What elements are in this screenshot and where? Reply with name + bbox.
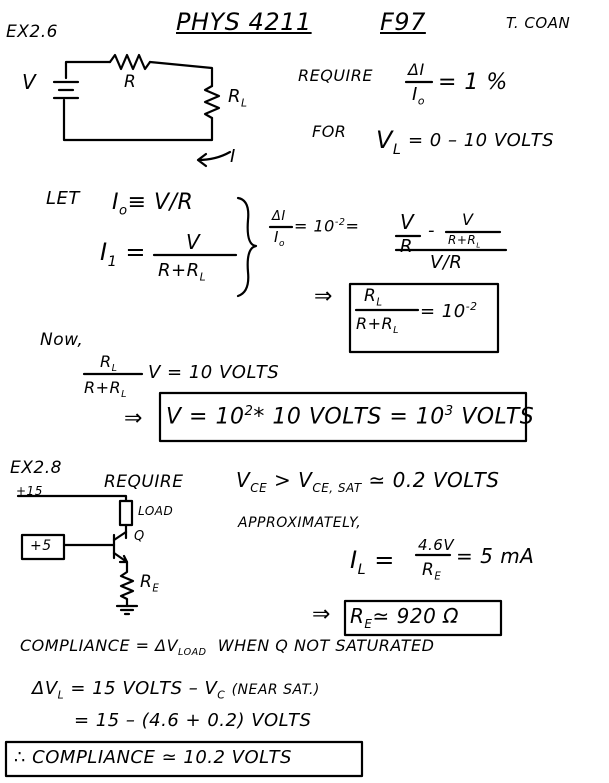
emitter-resistor-symbol	[119, 560, 135, 608]
input-source-label: +5	[30, 538, 52, 554]
frac-minus: -	[428, 220, 435, 241]
ground-symbol	[115, 604, 139, 616]
wire-top-left	[64, 60, 112, 80]
frac-dii-den: Io	[274, 228, 285, 249]
il-lhs: IL =	[350, 546, 395, 578]
supply-label: +15	[16, 484, 43, 498]
implies-arrow-1: ⇒	[314, 284, 333, 309]
il-num: 4.6V	[418, 536, 455, 554]
implies-arrow-3: ⇒	[312, 602, 331, 627]
load-label: LOAD	[138, 504, 174, 518]
require-frac-num: ΔI	[408, 60, 425, 79]
re-label: RE	[140, 572, 160, 595]
require-word: REQUIRE	[298, 66, 373, 85]
frac-v-rrl-num: V	[462, 210, 474, 229]
il-rhs: = 5 mA	[456, 544, 535, 568]
brace	[236, 196, 258, 298]
delta-vl-line-2: = 15 – (4.6 + 0.2) VOLTS	[74, 710, 312, 731]
require-frac-den: Io	[412, 84, 425, 108]
approximately-word: APPROXIMATELY,	[238, 515, 362, 531]
now-frac-den: R+RL	[84, 378, 127, 401]
resistor-rl-symbol	[203, 84, 221, 120]
current-i-label: I	[230, 146, 236, 167]
now-word: Now,	[40, 330, 84, 350]
course-title: PHYS 4211	[176, 8, 312, 36]
compliance-definition: COMPLIANCE = ΔVLOAD WHEN Q NOT SATURATED	[20, 636, 435, 659]
let-word: LET	[46, 188, 80, 209]
let-io-definition: Io≡ V/R	[112, 190, 194, 219]
boxed-voltage-result	[158, 391, 528, 443]
boxed-rhs: = 10-2	[420, 300, 478, 322]
term-label: F97	[380, 8, 426, 36]
transistor-q-label: Q	[134, 529, 145, 544]
i1-lhs: I1 =	[100, 238, 146, 270]
require-word-2: REQUIRE	[104, 472, 184, 492]
for-word: FOR	[312, 122, 347, 141]
resistor-rl-label: RL	[228, 86, 248, 110]
boxed-num: RL	[364, 286, 383, 309]
input-source-box	[20, 533, 66, 561]
boxed-re-result	[343, 599, 503, 637]
for-var: VL	[376, 126, 402, 158]
require-condition: VCE > VCE, SAT ≃ 0.2 VOLTS	[236, 468, 500, 495]
frac-dii-num: ΔI	[272, 209, 286, 224]
resistor-r-label: R	[124, 72, 137, 92]
current-arrow	[196, 150, 232, 168]
final-compliance: ∴ COMPLIANCE ≃ 10.2 VOLTS	[14, 747, 292, 768]
boxed-den: R+RL	[356, 314, 399, 337]
source-v-label: V	[22, 70, 37, 94]
voltage-result: V = 102* 10 VOLTS = 103 VOLTS	[166, 404, 535, 430]
resistor-r-symbol	[108, 53, 152, 71]
require-rhs: = 1 %	[438, 70, 508, 95]
for-range: = 0 – 10 VOLTS	[408, 130, 555, 151]
frac-big-den: V/R	[430, 252, 463, 273]
boxed-ratio-result	[348, 282, 500, 354]
i1-den: R+RL	[158, 260, 207, 284]
frac-dii-rhs: = 10-2=	[294, 216, 360, 236]
frac-v-r-den: R	[400, 236, 414, 257]
i1-num: V	[186, 230, 201, 254]
wire-top-right	[148, 60, 214, 88]
implies-arrow-2: ⇒	[124, 406, 143, 431]
author-label: T. COAN	[506, 14, 571, 32]
wire-bottom	[62, 98, 214, 142]
exercise-label-2-6: EX2.6	[6, 22, 58, 42]
now-frac-num: RL	[100, 352, 118, 375]
supply-wire	[16, 494, 128, 502]
load-element	[118, 499, 134, 527]
re-result: RE≃ 920 Ω	[350, 604, 459, 631]
frac-v-rrl-den: R+RL	[448, 233, 481, 250]
delta-vl-line: ΔVL = 15 VOLTS – VC (NEAR SAT.)	[32, 678, 320, 702]
exercise-label-2-8: EX2.8	[10, 458, 62, 478]
frac-v-r-num: V	[400, 210, 415, 234]
battery-symbol	[52, 80, 80, 100]
boxed-final-result	[4, 740, 364, 778]
now-rhs: V = 10 VOLTS	[148, 362, 280, 383]
il-den: RE	[422, 560, 442, 583]
